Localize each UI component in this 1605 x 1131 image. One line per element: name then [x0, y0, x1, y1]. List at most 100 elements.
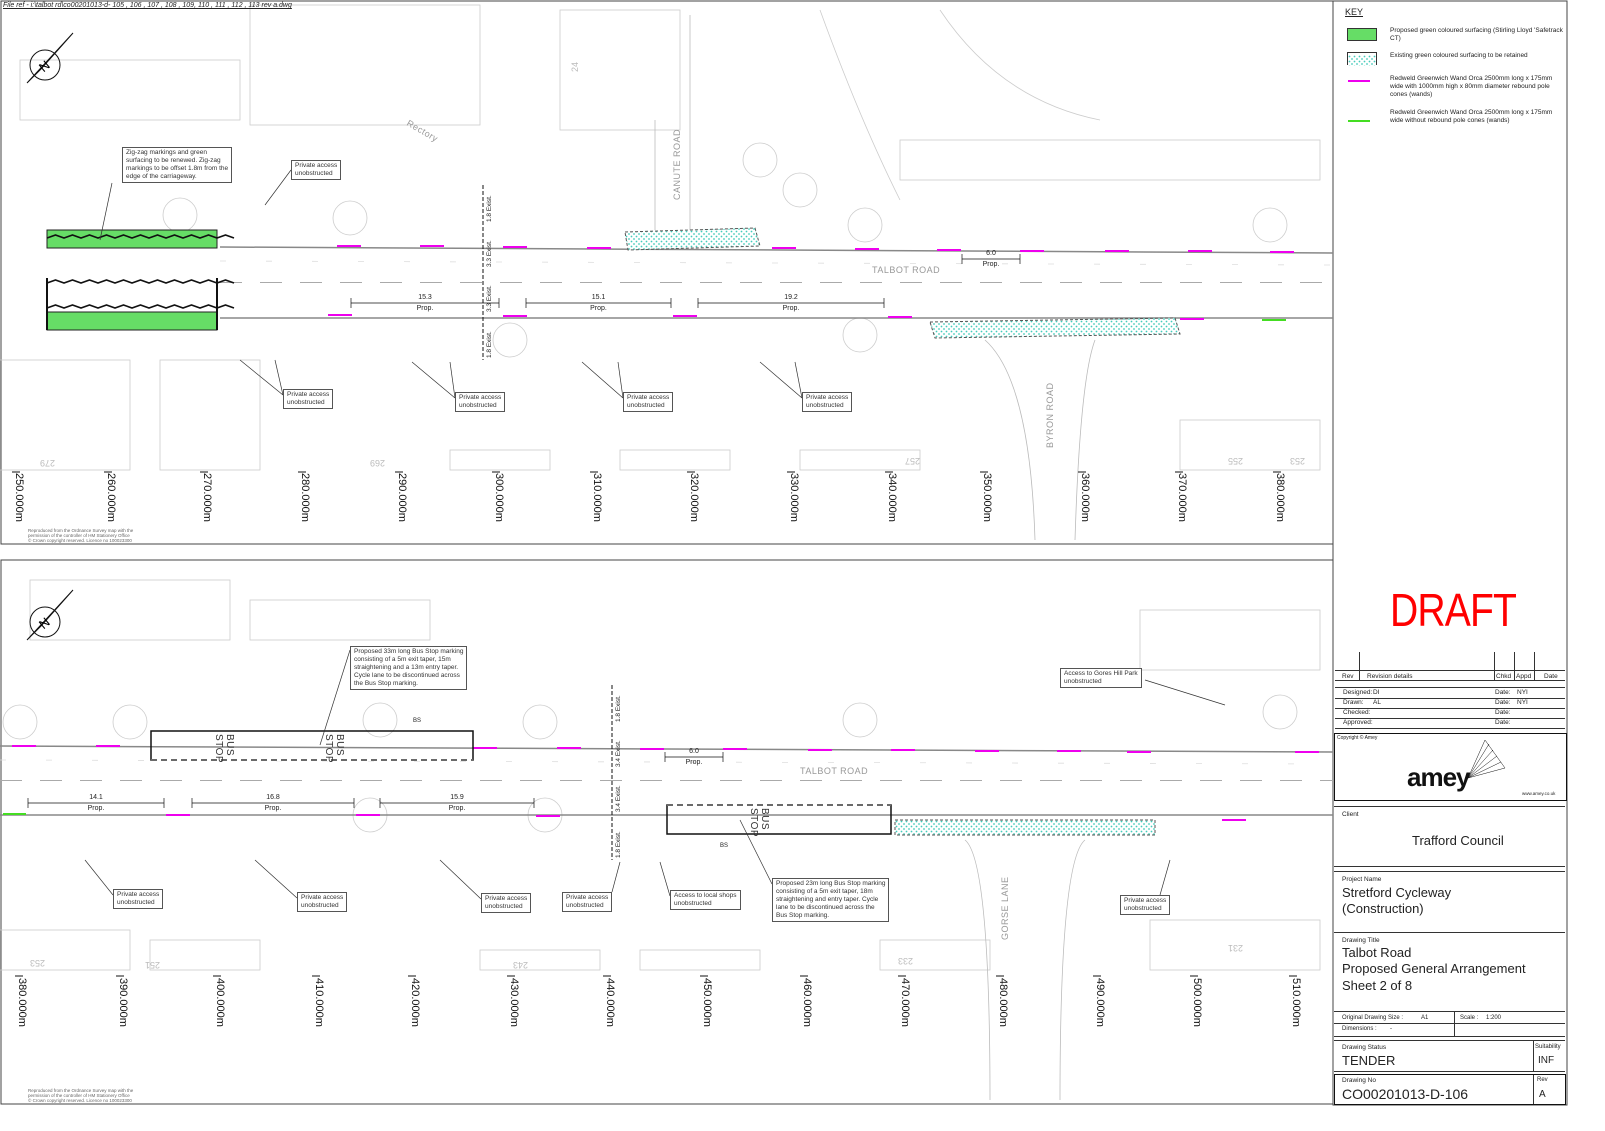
zigzag-marking — [46, 304, 235, 309]
road-name-gorse-lane: GORSE LANE — [1000, 876, 1010, 940]
client-name: Trafford Council — [1412, 833, 1504, 848]
building-outline — [159, 359, 261, 471]
dimension-tag: Prop. — [416, 305, 434, 312]
zigzag-marking — [46, 234, 235, 239]
copyright: Copyright © Amey — [1337, 735, 1378, 741]
gorse-lane-kerb — [964, 839, 1086, 1101]
tree-icon — [1252, 207, 1288, 243]
north-arrow-icon — [29, 606, 61, 638]
annotation-note: Private access unobstructed — [297, 892, 348, 912]
chainage-label: 500.000m — [1191, 978, 1203, 1027]
leader-line — [254, 859, 298, 899]
drawing-info-table: Original Drawing Size : A1 Scale : 1:200… — [1334, 1011, 1565, 1037]
tree-icon — [522, 704, 558, 740]
annotation-note: Zig-zag markings and green surfacing to … — [122, 147, 233, 183]
tree-icon — [782, 172, 818, 208]
bus-stop-sign-label: BS — [720, 843, 729, 849]
chainage-label: 450.000m — [701, 978, 713, 1027]
chainage-label: 430.000m — [508, 978, 520, 1027]
existing-green-surfacing — [929, 317, 1181, 339]
building-outline — [0, 929, 131, 971]
leader-line — [611, 861, 621, 893]
signoff-row: Approved:Date: — [1335, 718, 1565, 728]
tree-icon — [332, 200, 368, 236]
signoff-date-label: Date: — [1495, 719, 1511, 726]
title-block-frame — [1332, 0, 1568, 1106]
tree-icon — [842, 317, 878, 353]
annotation-note: Private access unobstructed — [623, 392, 674, 412]
leader-line — [411, 361, 456, 399]
road-name-talbot: TALBOT ROAD — [872, 265, 941, 275]
leader-line — [239, 359, 284, 396]
building-outline — [799, 449, 921, 471]
leader-line — [759, 361, 803, 399]
dimension-tag: Prop. — [87, 805, 105, 812]
house-number: 279 — [40, 458, 56, 468]
house-number: 253 — [30, 958, 46, 968]
signoff-date-label: Date: — [1495, 689, 1511, 696]
north-label: N — [36, 614, 53, 632]
status-label: Drawing Status — [1342, 1044, 1387, 1051]
chkd-header: Chkd — [1496, 673, 1512, 680]
rev-label: Rev — [1537, 1077, 1548, 1083]
logo-box: Copyright © Amey amey www.amey.co.uk — [1334, 733, 1567, 801]
signoff-role: Checked: — [1343, 709, 1371, 716]
revision-details-header: Revision details — [1367, 673, 1413, 680]
chainage-label: 350.000m — [981, 473, 993, 522]
project-label: Project Name — [1342, 876, 1382, 883]
tree-icon — [492, 322, 528, 358]
house-number: 253 — [1290, 456, 1306, 466]
tree-icon — [1262, 694, 1298, 730]
bus-stop-text: BUS STOP — [323, 734, 345, 764]
dimension-tag: Prop. — [782, 305, 800, 312]
signoff-name: DI — [1373, 689, 1380, 696]
leader-line — [739, 819, 773, 885]
vertical-dimension: 3.3 Exist. — [486, 285, 493, 312]
key-swatch-existing-green — [1347, 52, 1377, 66]
dimension-value: 6.0 — [689, 748, 699, 755]
bus-stop-marking — [150, 730, 474, 761]
chainage-label: 280.000m — [299, 473, 311, 522]
status-box: Drawing Status TENDER Suitability INF — [1334, 1040, 1565, 1072]
building-outline — [0, 359, 131, 471]
dimension-tag: Prop. — [685, 759, 703, 766]
byron-road-kerb — [984, 339, 1096, 541]
drawing-number-box: Drawing No CO00201013-D-106 Rev A — [1334, 1074, 1566, 1105]
chainage-label: 330.000m — [788, 473, 800, 522]
dimensions-label: Dimensions : — [1342, 1026, 1377, 1032]
bus-stop-text: BUS STOP — [748, 808, 770, 838]
dimension-tag: Prop. — [982, 261, 1000, 268]
key-label: Proposed green coloured surfacing (Stirl… — [1390, 27, 1563, 42]
north-arrow-icon — [29, 49, 61, 81]
chainage-label: 270.000m — [201, 473, 213, 522]
road-name-byron: BYRON ROAD — [1045, 382, 1055, 448]
dimension-value: 16.8 — [266, 794, 280, 801]
rev-header: Rev — [1342, 673, 1354, 680]
chainage-label: 400.000m — [214, 978, 226, 1027]
chainage-label: 510.000m — [1290, 978, 1302, 1027]
vertical-dimension: 3.3 Exist. — [486, 240, 493, 267]
dimension-value: 14.1 — [89, 794, 103, 801]
chainage-label: 320.000m — [688, 473, 700, 522]
key-wand-without-icon — [1348, 120, 1370, 122]
house-number: 257 — [905, 456, 921, 466]
ordnance-survey-notice: Reproduced from the Ordnance Survey map … — [28, 528, 134, 543]
project-box: Project Name Stretford Cycleway (Constru… — [1334, 871, 1565, 933]
signoff-role: Designed: — [1343, 689, 1373, 696]
tree-icon — [842, 702, 878, 738]
scale-label: Scale : — [1460, 1015, 1479, 1021]
existing-green-surfacing — [894, 819, 1156, 836]
amey-logo: amey — [1407, 762, 1470, 792]
signoff-date: NYI — [1517, 699, 1528, 706]
key-title: KEY — [1345, 7, 1364, 17]
building-outline — [1179, 419, 1321, 471]
annotation-note: Private access unobstructed — [455, 392, 506, 412]
proposed-green-surfacing — [46, 229, 218, 249]
canute-road-kerb — [654, 15, 691, 230]
chainage-label: 480.000m — [997, 978, 1009, 1027]
vertical-dimension: 1.8 Exist. — [486, 195, 493, 222]
road-name-talbot: TALBOT ROAD — [800, 766, 869, 776]
dimension-value: 19.2 — [784, 294, 798, 301]
